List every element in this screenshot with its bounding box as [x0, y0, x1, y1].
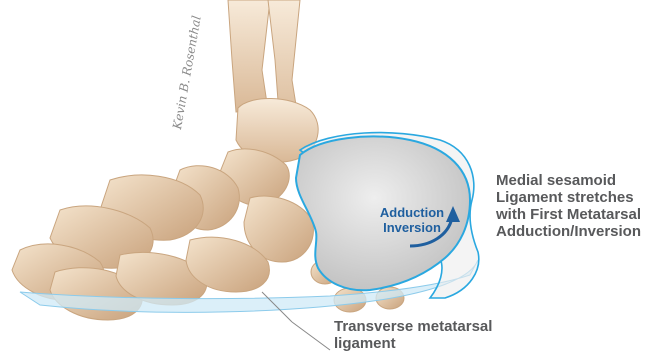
medial-label-line: Ligament stretches — [496, 189, 641, 206]
tibia-bone — [228, 0, 270, 112]
medial-label-line: Medial sesamoid — [496, 172, 641, 189]
transverse-pointer-line — [292, 322, 330, 350]
medial-label-line: Adduction/Inversion — [496, 223, 641, 240]
transverse-ligament-label: Transverse metatarsal ligament — [334, 318, 492, 352]
motion-label-line: Inversion — [372, 220, 452, 235]
medial-sesamoid-label: Medial sesamoid Ligament stretches with … — [496, 172, 641, 240]
transverse-label-line: Transverse metatarsal — [334, 318, 492, 335]
transverse-label-line: ligament — [334, 335, 492, 352]
motion-label-line: Adduction — [372, 205, 452, 220]
medial-label-line: with First Metatarsal — [496, 206, 641, 223]
motion-label: Adduction Inversion — [372, 205, 452, 235]
